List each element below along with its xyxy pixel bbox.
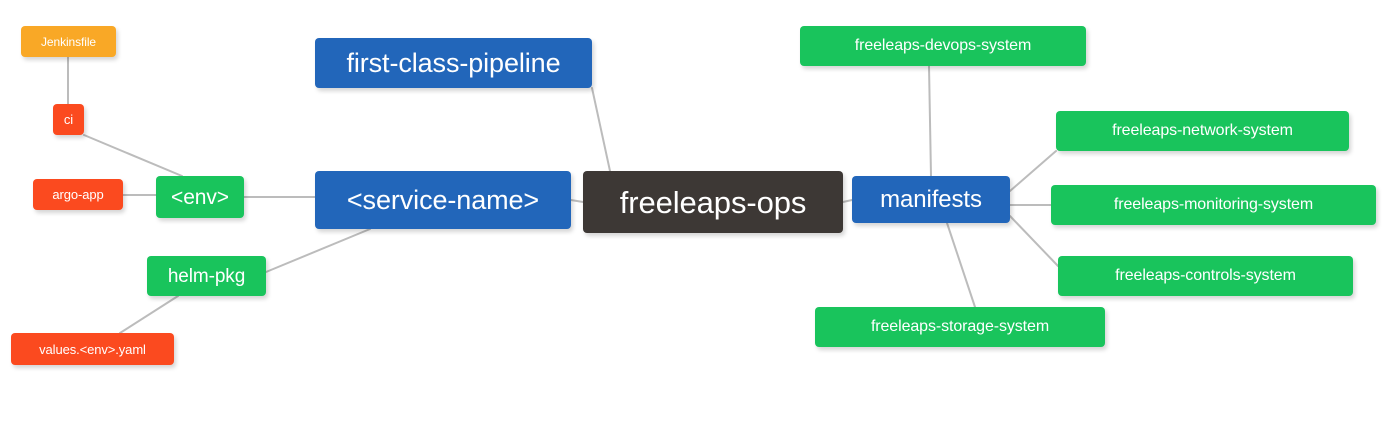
mindmap-node-label: argo-app — [52, 187, 104, 202]
mindmap-edge — [591, 87, 611, 172]
mindmap-node-label: freeleaps-network-system — [1112, 122, 1293, 139]
mindmap-node-freeleaps-monitoring-system[interactable]: freeleaps-monitoring-system — [1051, 185, 1376, 225]
mindmap-edge — [83, 134, 183, 177]
mindmap-node-freeleaps-controls-system[interactable]: freeleaps-controls-system — [1058, 256, 1353, 296]
mindmap-node-ci[interactable]: ci — [53, 104, 84, 135]
mindmap-edge — [1009, 215, 1059, 267]
mindmap-node-label: Jenkinsfile — [41, 34, 96, 49]
mindmap-node-label: manifests — [880, 185, 982, 213]
mindmap-node-jenkinsfile[interactable]: Jenkinsfile — [21, 26, 116, 57]
mindmap-edge — [928, 65, 932, 177]
mindmap-node-helm-pkg[interactable]: helm-pkg — [147, 256, 266, 296]
mindmap-node-label: <service-name> — [346, 184, 540, 215]
mindmap-edge — [1009, 150, 1057, 192]
mindmap-node-service-name[interactable]: <service-name> — [315, 171, 571, 229]
mindmap-node-label: freeleaps-storage-system — [870, 318, 1050, 335]
mindmap-node-label: ci — [63, 112, 74, 127]
mindmap-edge — [570, 199, 584, 203]
mindmap-node-argo-app[interactable]: argo-app — [33, 179, 123, 210]
mindmap-node-freeleaps-storage-system[interactable]: freeleaps-storage-system — [815, 307, 1105, 347]
mindmap-node-label: freeleaps-controls-system — [1115, 267, 1296, 284]
mindmap-node-label: freeleaps-monitoring-system — [1113, 196, 1314, 213]
mindmap-node-label: freeleaps-devops-system — [854, 37, 1032, 54]
mindmap-node-freeleaps-devops-system[interactable]: freeleaps-devops-system — [800, 26, 1086, 66]
mindmap-node-label: first-class-pipeline — [346, 47, 561, 78]
mindmap-node-label: helm-pkg — [167, 265, 246, 287]
mindmap-edge — [265, 228, 371, 273]
mindmap-node-label: <env> — [171, 185, 229, 209]
mindmap-edge — [946, 222, 976, 308]
mindmap-node-manifests[interactable]: manifests — [852, 176, 1010, 223]
mindmap-edge — [119, 295, 179, 334]
mindmap-node-label: values.<env>.yaml — [39, 341, 146, 357]
mindmap-node-freeleaps-network-system[interactable]: freeleaps-network-system — [1056, 111, 1349, 151]
mindmap-node-env[interactable]: <env> — [156, 176, 244, 218]
mindmap-node-values-env-yaml[interactable]: values.<env>.yaml — [11, 333, 174, 365]
mindmap-node-first-class-pipeline[interactable]: first-class-pipeline — [315, 38, 592, 88]
mindmap-node-freeleaps-ops[interactable]: freeleaps-ops — [583, 171, 843, 233]
mindmap-node-label: freeleaps-ops — [619, 184, 807, 220]
mindmap-edge — [842, 199, 853, 203]
